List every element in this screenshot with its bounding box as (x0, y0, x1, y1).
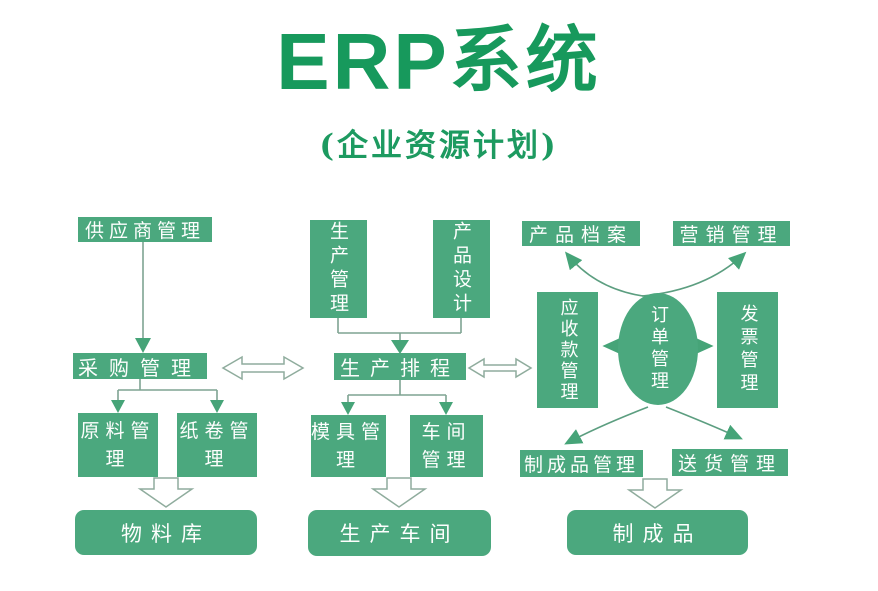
node-marketing-management: 营销管理 (673, 221, 790, 246)
node-purchasing-management: 采购管理 (73, 353, 207, 380)
node-receivables-management: 应收款管理 (537, 292, 598, 408)
title-erp: ERP (276, 17, 450, 106)
node-supplier-management: 供应商管理 (78, 217, 212, 242)
page-subtitle: (企业资源计划) (319, 128, 559, 164)
block-arrow-to-production-workshop (370, 477, 428, 508)
node-production-scheduling: 生产排程 (334, 353, 466, 380)
node-invoice-management: 发票管理 (717, 292, 778, 408)
node-production-management: 生产管理 (310, 220, 367, 318)
double-arrow-scheduling-receivables (467, 357, 533, 379)
node-paper-roll-management: 纸卷管理 (177, 413, 257, 477)
node-mold-management: 模具管理 (311, 415, 386, 477)
curve-order-to-marketing (641, 251, 747, 297)
arrow-design-to-scheduling (337, 318, 462, 354)
curve-order-to-delivery (665, 406, 743, 440)
curve-order-to-finished-goods-mgmt (564, 406, 649, 445)
block-arrow-to-material-warehouse (137, 477, 195, 508)
arrow-supplier-to-purchasing (135, 242, 151, 353)
arrow-scheduling-to-workshops (341, 380, 453, 415)
double-arrow-purchasing-scheduling (221, 355, 305, 381)
node-product-archive: 产品档案 (522, 221, 640, 246)
node-finished-goods-management: 制成品管理 (520, 450, 643, 477)
title-system: 系统 (449, 17, 602, 102)
block-arrow-to-finished-goods (626, 478, 684, 509)
arrow-purchasing-to-materials (111, 378, 224, 413)
node-delivery-management: 送货管理 (672, 449, 788, 476)
node-finished-goods: 制成品 (567, 510, 748, 555)
node-raw-material-management: 原料管理 (78, 413, 158, 477)
node-production-workshop: 生产车间 (308, 510, 491, 556)
node-workshop-management: 车间管理 (410, 415, 483, 477)
node-material-warehouse: 物料库 (75, 510, 257, 555)
node-order-management: 订单管理 (618, 293, 698, 405)
page-title: ERP系统 (0, 22, 878, 102)
node-product-design: 产品设计 (433, 220, 490, 318)
curve-order-to-product-archive (564, 251, 651, 298)
